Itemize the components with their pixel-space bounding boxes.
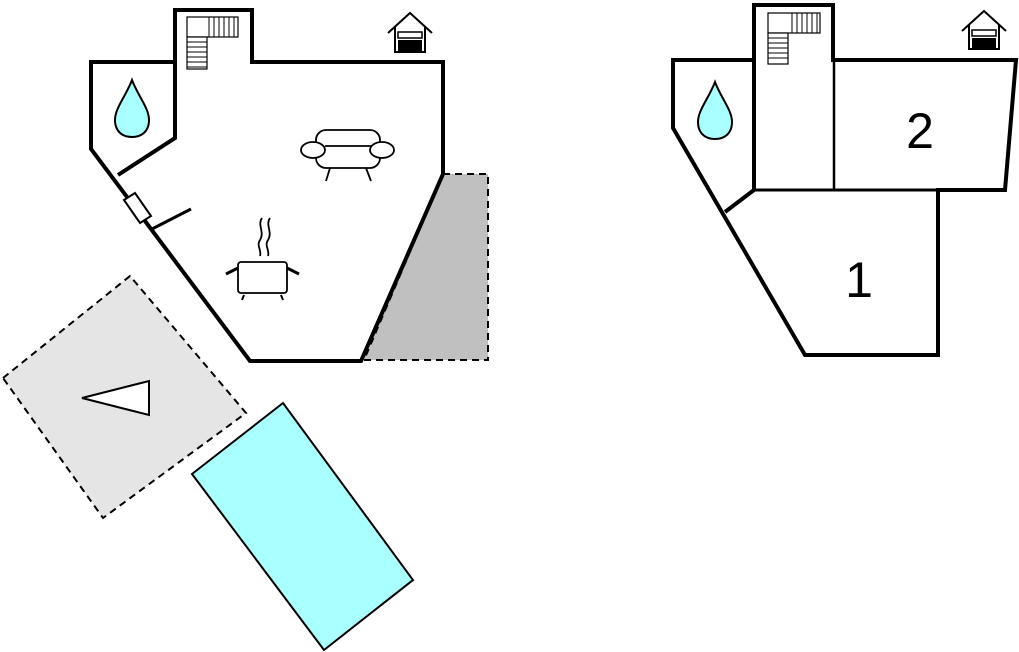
parking-triangle-icon (81, 379, 150, 417)
upper-floor: 2 1 (671, 3, 1019, 357)
ground-floor-outline (89, 8, 445, 363)
upper-floor-outline (671, 3, 1019, 357)
ground-floor (1, 8, 489, 652)
house-icon (961, 9, 1007, 50)
bathroom-wall (116, 62, 177, 177)
room-2-label: 2 (906, 103, 934, 159)
water-drop-icon (113, 77, 151, 139)
cooking-pot-icon (225, 217, 300, 301)
stairs-icon (767, 12, 821, 65)
sofa-icon (300, 129, 395, 182)
water-drop-icon (696, 79, 734, 141)
pool-icon (190, 401, 415, 652)
house-icon (387, 11, 433, 53)
door-icon (122, 191, 192, 231)
stairs-icon (186, 16, 239, 70)
room-1-label: 1 (845, 252, 873, 308)
